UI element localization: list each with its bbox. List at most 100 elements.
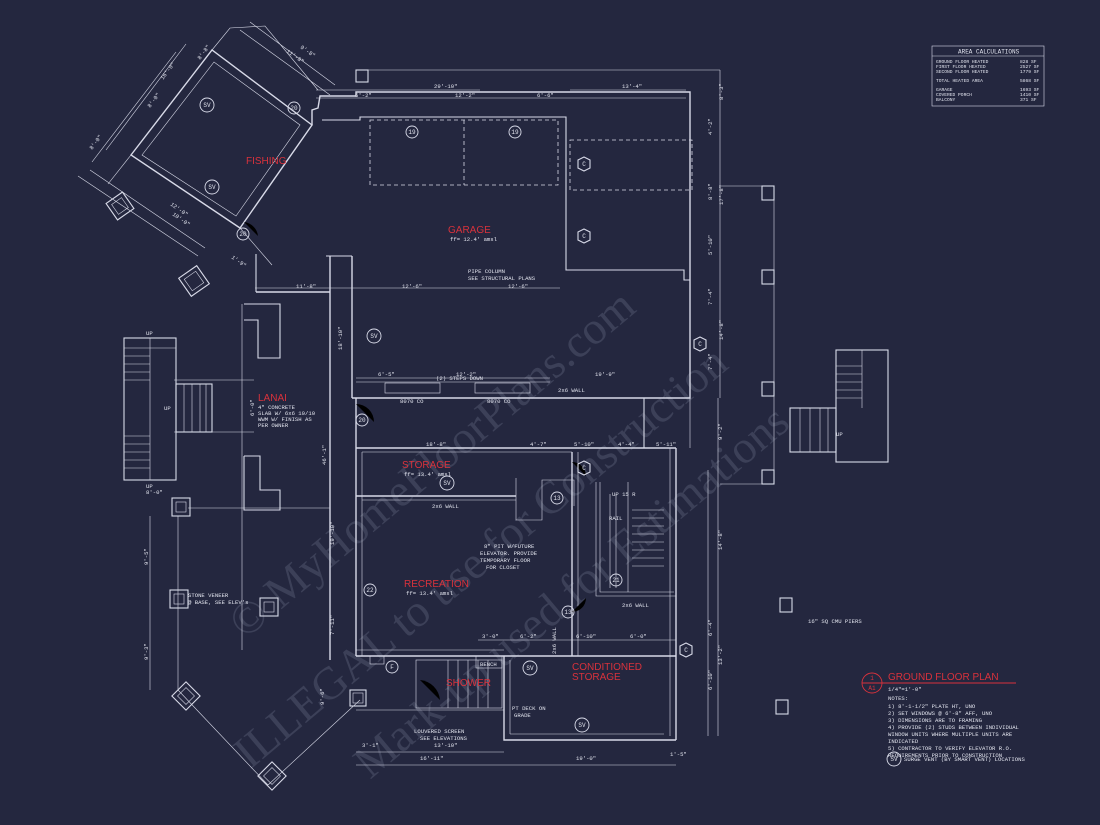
area-calc-row-label: BALCONY <box>936 97 956 103</box>
dim-right-7-4b: 7'-4" <box>707 353 714 370</box>
area-calc-title: AREA CALCULATIONS <box>958 49 1020 56</box>
dim-16-11: 16'-11" <box>420 755 444 762</box>
dim-fishing-i: 1'-9" <box>230 254 248 269</box>
left-stairs <box>123 337 213 481</box>
storage-floor-elevation: ff= 13.4' amsl <box>404 471 452 478</box>
dim-13-2: 13'-2" <box>717 645 724 665</box>
tag-sv-storage: SV <box>443 480 451 487</box>
pipe-column-note-1: PIPE COLUMN <box>468 268 505 275</box>
dim-lanai-7-11: 7'-11" <box>329 615 336 635</box>
dim-18-8: 18'-8" <box>426 441 446 448</box>
bench-note: BENCH <box>480 661 497 668</box>
wall-2x6-note-a: 2x6 WALL <box>558 387 585 394</box>
dim-garage-12-6b: 12'-6" <box>508 283 528 290</box>
pipe-column-note-2: SEE STRUCTURAL PLANS <box>468 275 536 282</box>
dim-14-8b: 14'-8" <box>717 530 724 550</box>
lanai-slab-note-3: WWM W/ FINISH AS <box>258 416 312 423</box>
dim-garage-6-6: 6'-6" <box>537 92 554 99</box>
tag-13a: 13 <box>553 495 561 502</box>
dim-right-5-10: 5'-10" <box>707 235 714 255</box>
tag-20b: 20 <box>239 231 247 238</box>
cmu-piers-note: 16" SQ CMU PIERS <box>808 618 862 625</box>
garage-floor-elevation: ff= 12.4' amsl <box>450 236 498 243</box>
title-block-scale: 1/4"=1'-0" <box>888 686 922 693</box>
interior-stair <box>609 494 664 588</box>
dim-garage-12-2v: 12'-2" <box>456 371 476 378</box>
tag-20c: 20 <box>358 417 366 424</box>
wall-2x6-note-c: 2x6 WALL <box>622 602 649 609</box>
area-calc-row-value: 828 SF <box>1020 59 1037 65</box>
dim-garage-13-4: 13'-4" <box>622 83 642 90</box>
title-block: 1 A1 GROUND FLOOR PLAN 1/4"=1'-0" NOTES:… <box>861 672 1025 767</box>
dim-right-9-8: 8'-3" <box>718 83 725 100</box>
lanai-slab-note-4: PER OWNER <box>258 422 289 429</box>
area-calculations-table: AREA CALCULATIONS GROUND FLOOR HEATED 82… <box>931 45 1045 107</box>
tag-sv-fishing-1: SV <box>203 102 211 109</box>
room-label-garage: GARAGE <box>448 225 491 236</box>
title-block-title: GROUND FLOOR PLAN <box>888 672 999 683</box>
tag-c-1: C <box>582 161 586 168</box>
area-calc-row-label: SECOND FLOOR HEATED <box>936 69 989 75</box>
dim-lanai-6-0: 6'-0" <box>249 399 256 416</box>
room-label-fishing: FISHING <box>246 156 287 167</box>
title-block-note: WINDOW UNITS WHERE MULTIPLE UNITS ARE <box>888 731 1013 738</box>
dim-3-1: 3'-1" <box>362 742 379 749</box>
dim-lanai-9-6: 9'-6" <box>319 688 326 705</box>
dim-garage-5-2: 5'-2" <box>355 92 372 99</box>
tag-sv-fishing-2: SV <box>208 184 216 191</box>
recreation-floor-elevation: ff= 13.4' amsl <box>406 590 454 597</box>
dim-4-4: 4'-4" <box>618 441 635 448</box>
elevator-note-1: 8" PIT W/FUTURE <box>484 543 535 550</box>
title-block-note: 3) DIMENSIONS ARE TO FRAMING <box>888 717 983 724</box>
dim-4-7: 4'-7" <box>530 441 547 448</box>
title-block-number: 1 <box>870 675 874 682</box>
lanai-slab-note-2: SLAB W/ 6x6 10/10 <box>258 410 316 417</box>
dim-garage-19-9: 19'-9" <box>595 371 615 378</box>
area-calc-row-value: 1693 SF <box>1020 87 1040 93</box>
dim-garage-11-8b: 11'-8" <box>296 283 316 290</box>
storage-recreation-walls <box>244 222 691 740</box>
tag-19a: 19 <box>408 129 416 136</box>
tag-19b: 19 <box>511 129 519 136</box>
louvered-note-2: SEE ELEVATIONS <box>420 735 468 742</box>
area-calc-row-label: TOTAL HEATED AREA <box>936 78 983 84</box>
tag-c-3: C <box>698 341 702 348</box>
stair-up-label-2: UP <box>164 405 171 412</box>
dim-right-4-2: 4'-2" <box>707 118 714 135</box>
rail-note: RAIL <box>609 515 622 522</box>
dim-garage-18-10: 18'-10" <box>337 327 344 351</box>
tag-21: 21 <box>612 577 620 584</box>
dim-fishing-f: 8'-0" <box>88 134 104 152</box>
dim-garage-46-1: 46'-1" <box>321 445 328 465</box>
tag-sv-conditioned-2: SV <box>578 722 586 729</box>
dim-garage-29-10: 29'-10" <box>434 83 458 90</box>
tag-13b: 13 <box>564 609 572 616</box>
pt-deck-note-2: GRADE <box>514 712 531 719</box>
dim-right-7-4a: 7'-4" <box>707 288 714 305</box>
area-calc-row-label: COVERED PORCH <box>936 92 972 98</box>
dim-13-10: 13'-10" <box>434 742 458 749</box>
room-label-lanai: LANAI <box>258 393 287 404</box>
dim-3-0: 3'-0" <box>482 633 499 640</box>
room-label-shower: SHOWER <box>446 678 491 689</box>
area-calc-row-value: 5868 SF <box>1020 78 1040 84</box>
dim-lanai-9-3: 9'-3" <box>143 643 150 660</box>
elevator-note-2: ELEVATOR. PROVIDE <box>480 550 538 557</box>
title-block-notes-header: NOTES: <box>888 695 908 702</box>
lanai-walls <box>149 303 367 791</box>
tag-sv-conditioned-1: SV <box>526 665 534 672</box>
tag-sv-garage: SV <box>370 333 378 340</box>
dim-garage-12-2: 12'-2" <box>455 92 475 99</box>
garage-tags: 19 19 SV C C C 20 20 20 SV SV <box>199 97 707 427</box>
door-8070-b: 8070 CO <box>487 398 511 405</box>
dim-5-10: 5'-10" <box>574 441 594 448</box>
dim-right-17-8: 17'-8" <box>718 185 725 205</box>
dim-6-4: 6'-4" <box>707 619 714 636</box>
elevator-note-3: TEMPORARY FLOOR <box>480 557 531 564</box>
garage-dimension-lines <box>255 69 721 660</box>
shower-tags: SV SV F <box>385 660 590 733</box>
dim-5-11: 5'-11" <box>656 441 676 448</box>
area-calc-row-label: FIRST FLOOR HEATED <box>936 64 986 70</box>
area-calc-row-value: 2527 SF <box>1020 64 1040 70</box>
